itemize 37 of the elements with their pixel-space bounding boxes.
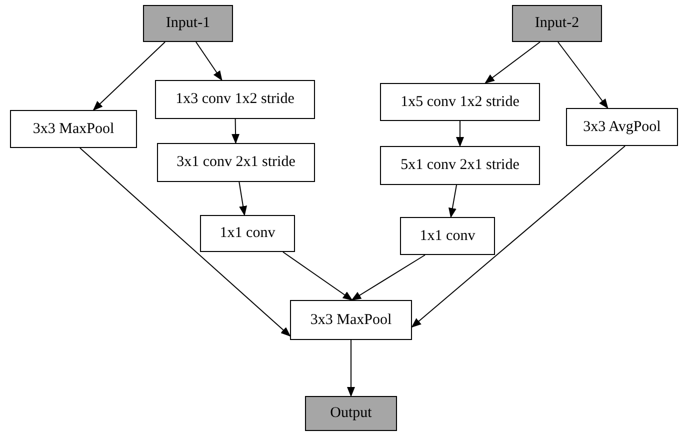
layer-box xyxy=(380,83,540,121)
layer-label: 1x1 conv xyxy=(220,225,276,242)
layer-label: 5x1 conv 2x1 stride xyxy=(400,157,520,174)
arrow xyxy=(232,118,240,144)
io-box xyxy=(305,396,397,431)
layer-box xyxy=(200,215,295,252)
arrow xyxy=(80,148,291,337)
arrow xyxy=(456,120,464,147)
layer-box xyxy=(400,217,495,255)
io-box xyxy=(143,5,233,42)
arrow xyxy=(448,184,458,218)
arrow xyxy=(196,42,222,81)
layer-box xyxy=(157,143,315,182)
arrow xyxy=(411,146,626,328)
io-box xyxy=(512,5,602,42)
layer-label: 3x3 AvgPool xyxy=(583,118,661,136)
layer-label: Input-2 xyxy=(534,15,580,32)
layer-label: 1x1 conv xyxy=(420,228,476,244)
layer-label: 3x1 conv 2x1 stride xyxy=(176,154,296,171)
arrow xyxy=(558,42,608,109)
layer-box xyxy=(10,110,137,148)
arrow xyxy=(351,254,426,301)
layer-label: Input-1 xyxy=(166,15,210,32)
arrow xyxy=(92,42,166,111)
arrow xyxy=(484,42,540,84)
layer-label: 3x3 MaxPool xyxy=(32,120,114,138)
arrow xyxy=(238,182,248,216)
layer-label: 1x3 conv 1x2 stride xyxy=(176,91,294,108)
layer-box xyxy=(290,300,412,340)
layer-label: 3x3 MaxPool xyxy=(310,312,392,328)
layer-label: 1x5 conv 1x2 stride xyxy=(400,94,520,110)
layer-box xyxy=(155,80,315,119)
layer-box xyxy=(380,146,540,185)
layer-label: Output xyxy=(330,405,372,422)
layer-box xyxy=(566,108,678,146)
arrow xyxy=(282,252,353,301)
arrow xyxy=(347,340,355,397)
